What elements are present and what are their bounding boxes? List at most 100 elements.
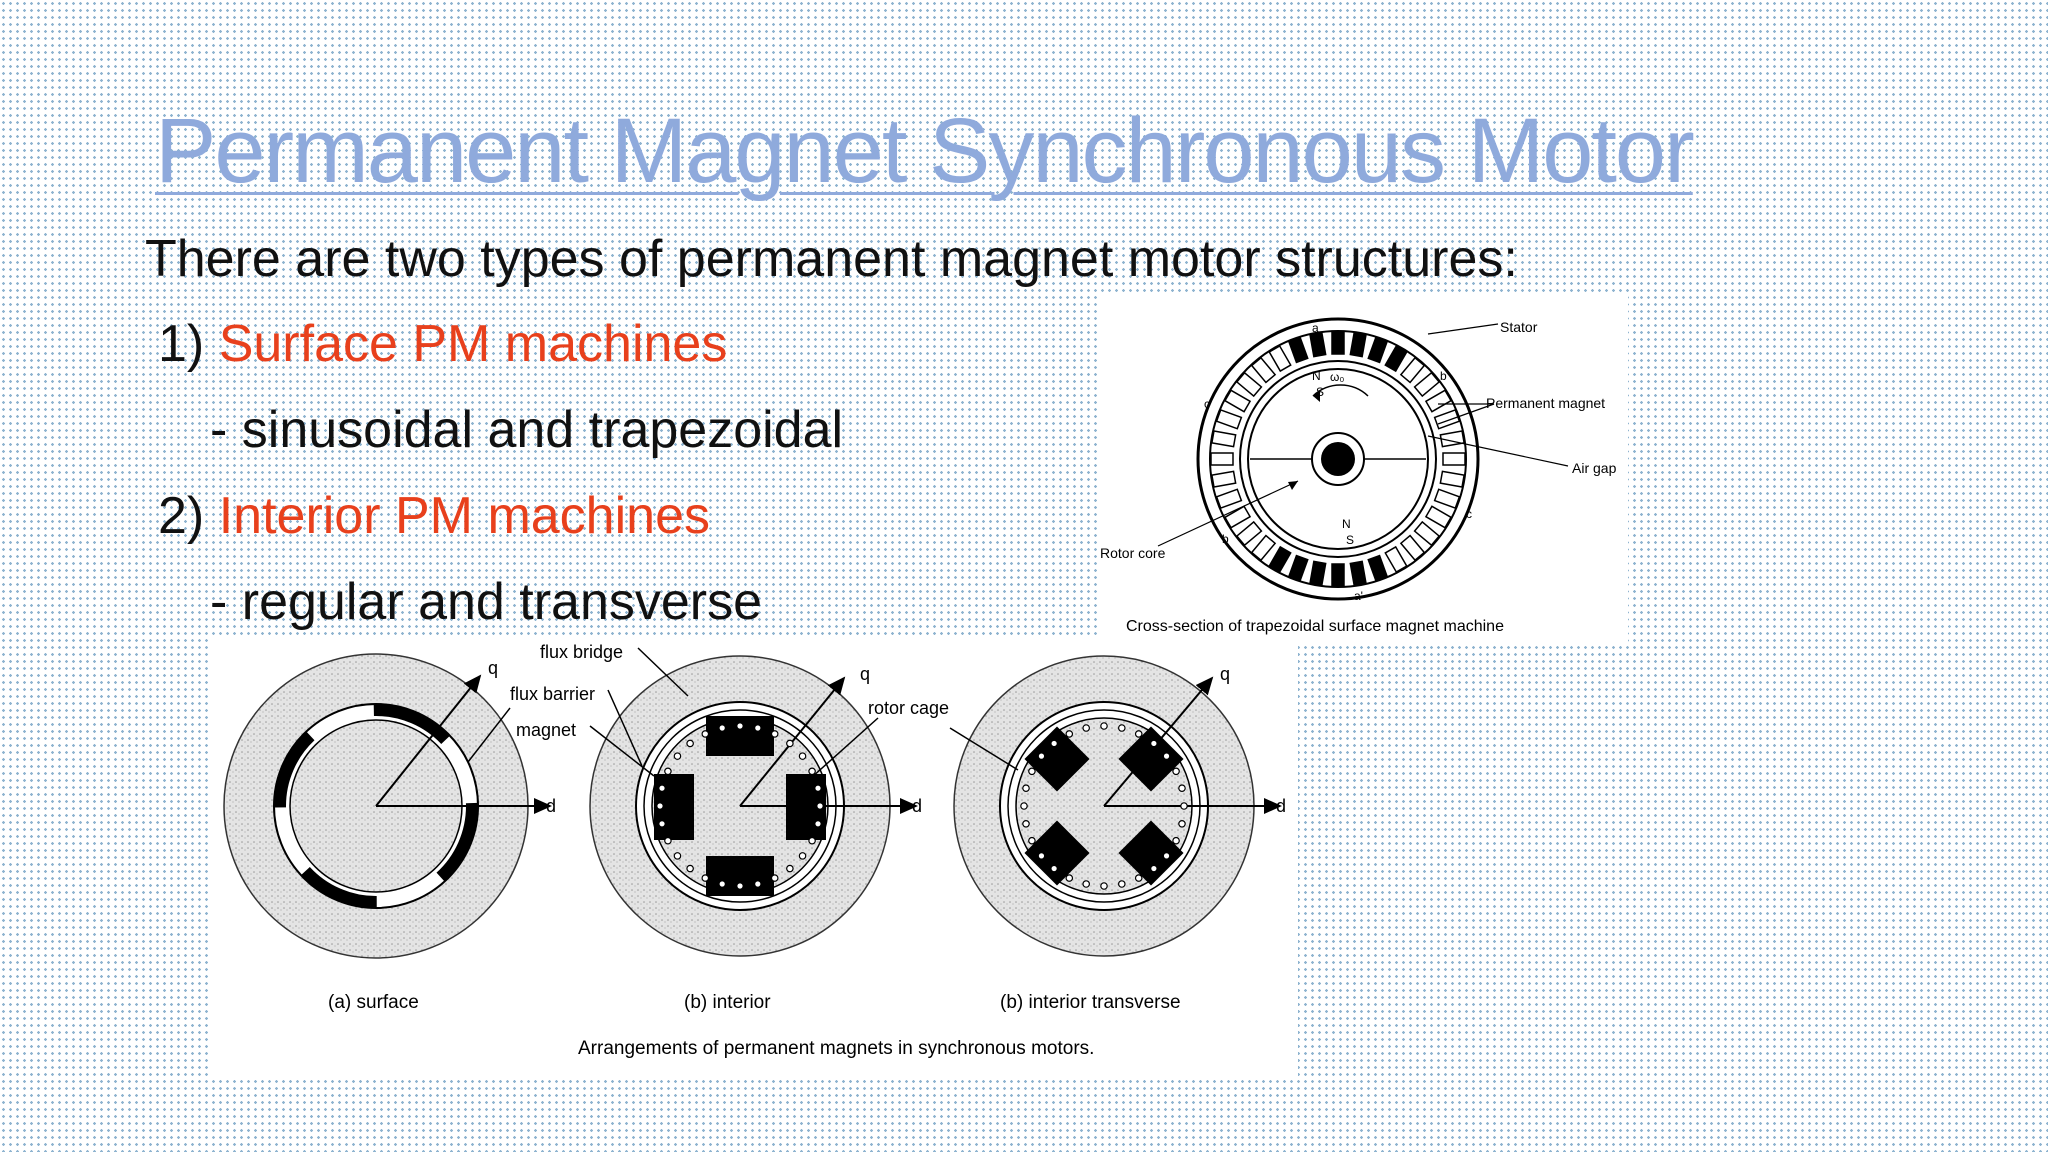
- label-n-top: N: [1312, 369, 1321, 383]
- trapezoidal-figure: Stator Permanent magnet Air gap Rotor co…: [1098, 296, 1628, 642]
- rotor-cage-bar: [1178, 784, 1186, 792]
- rotor-cage-bar: [656, 802, 664, 810]
- stator-slot: [1223, 505, 1252, 529]
- stator-slot: [1287, 336, 1309, 364]
- rotor-cage-bar: [1180, 802, 1188, 810]
- rotor-cage-bar: [1022, 784, 1030, 792]
- intro-text: There are two types of permanent magnet …: [145, 230, 1518, 288]
- label-rotor-cage: rotor cage: [868, 698, 949, 718]
- rotor-cage-bar: [1172, 767, 1180, 776]
- list-sub-1: - sinusoidal and trapezoidal: [210, 401, 844, 459]
- stator-slot: [1211, 430, 1237, 448]
- rotor-cage-bar: [701, 730, 710, 738]
- stator-slot: [1215, 408, 1243, 430]
- rotor-cage-bar: [1150, 864, 1158, 873]
- list-item-1: 1) Surface PM machines: [158, 318, 727, 370]
- label-q-a: q: [488, 658, 498, 678]
- rotor-cage-bar: [786, 864, 794, 873]
- stator-slot: [1287, 554, 1309, 582]
- stator-slot: [1250, 534, 1277, 562]
- stator-slot: [1433, 408, 1461, 430]
- rotor-cage-bar: [1134, 730, 1143, 738]
- rotor-cage-bar: [718, 880, 726, 888]
- rotor-cage-bar: [736, 722, 744, 730]
- rotor-cage-bar: [1118, 880, 1126, 888]
- stator-slot: [1309, 332, 1327, 358]
- stator-slot: [1211, 470, 1237, 488]
- panel-label-interior-transverse: (b) interior transverse: [1000, 992, 1181, 1013]
- label-d-c: d: [1276, 796, 1286, 816]
- rotor-cage-bar: [786, 739, 794, 748]
- stator-slot: [1309, 560, 1327, 586]
- list-label-surface: Surface PM machines: [218, 315, 728, 373]
- label-s-bottom: S: [1346, 533, 1354, 547]
- rotor-cage-bar: [1082, 880, 1090, 888]
- label-omega: ω₀: [1330, 370, 1344, 384]
- rotor-cage-bar: [658, 820, 666, 828]
- arrangements-diagram: q d q d flux bridge flux barrier magnet: [223, 642, 1286, 1059]
- stator-slot: [1433, 488, 1461, 510]
- rotor-cage-bar: [1118, 724, 1126, 732]
- slide-title: Permanent Magnet Synchronous Motor: [155, 100, 1695, 202]
- stator-slot: [1268, 545, 1292, 574]
- stator-slot: [1367, 554, 1389, 582]
- rotor-cage-bar: [1082, 724, 1090, 732]
- rotor-cage-bar: [1150, 739, 1158, 748]
- stator-slots: [1210, 331, 1466, 587]
- stator-slot: [1210, 452, 1234, 466]
- label-s-top: S: [1316, 385, 1324, 399]
- rotor-cage-bar: [1065, 730, 1074, 738]
- rotor-cage-bar: [664, 836, 672, 845]
- rotor-cage-bar: [1134, 874, 1143, 882]
- label-permanent-magnet: Permanent magnet: [1486, 395, 1605, 411]
- label-d-b: d: [912, 796, 922, 816]
- label-phase-c-prime: c': [1204, 397, 1212, 411]
- list-number-1: 1): [158, 315, 205, 373]
- stator-slot: [1384, 545, 1408, 574]
- label-q-b: q: [860, 664, 870, 684]
- rotor-cage-bar: [673, 752, 682, 760]
- label-phase-c: c: [1466, 507, 1472, 521]
- rotor-cage-bar: [1162, 752, 1171, 760]
- label-flux-barrier: flux barrier: [510, 684, 595, 704]
- rotor-cage-bar: [1162, 852, 1171, 860]
- stator-slot: [1399, 356, 1426, 384]
- panel-label-surface: (a) surface: [328, 992, 419, 1013]
- rotor-cage-bar: [798, 852, 807, 860]
- rotor-cage-bar: [1037, 752, 1046, 760]
- rotor-cage-bar: [686, 864, 694, 873]
- stator-slot: [1223, 389, 1252, 413]
- stator-slot: [1235, 520, 1263, 547]
- rotor-cage-bar: [686, 739, 694, 748]
- label-magnet: magnet: [516, 720, 576, 740]
- label-air-gap: Air gap: [1572, 460, 1617, 476]
- list-item-2: 2) Interior PM machines: [158, 490, 710, 542]
- rotor-cage-bar: [754, 880, 762, 888]
- stator-slot: [1439, 470, 1465, 488]
- rotor-cage-bar: [816, 802, 824, 810]
- stator-slot: [1331, 563, 1345, 587]
- rotor-cage-bar: [814, 820, 822, 828]
- panel-surface: q d: [223, 653, 556, 959]
- label-d-a: d: [546, 796, 556, 816]
- rotor-cage-bar: [1050, 864, 1058, 873]
- rotor-cage-bar: [1020, 802, 1028, 810]
- label-flux-bridge: flux bridge: [540, 642, 623, 662]
- stator-slot: [1349, 332, 1367, 358]
- trapezoidal-caption: Cross-section of trapezoidal surface mag…: [1126, 618, 1504, 635]
- label-phase-a-prime: a': [1354, 589, 1363, 603]
- rotor-cage-bar: [718, 724, 726, 732]
- stator-slot: [1413, 520, 1441, 547]
- stator-slot: [1250, 356, 1277, 384]
- label-rotor-core: Rotor core: [1100, 545, 1166, 561]
- stator-slot: [1442, 452, 1466, 466]
- rotor-cage-bar: [1028, 836, 1036, 845]
- rotor-cage-bar: [808, 767, 816, 776]
- rotor-cage-bar: [1037, 852, 1046, 860]
- rotor-cage-bar: [1172, 836, 1180, 845]
- rotor-cage-bar: [658, 784, 666, 792]
- stator-slot: [1367, 336, 1389, 364]
- rotor-cage-bar: [1050, 739, 1058, 748]
- stator-slot: [1331, 331, 1345, 355]
- trapezoidal-diagram: Stator Permanent magnet Air gap Rotor co…: [1100, 317, 1617, 635]
